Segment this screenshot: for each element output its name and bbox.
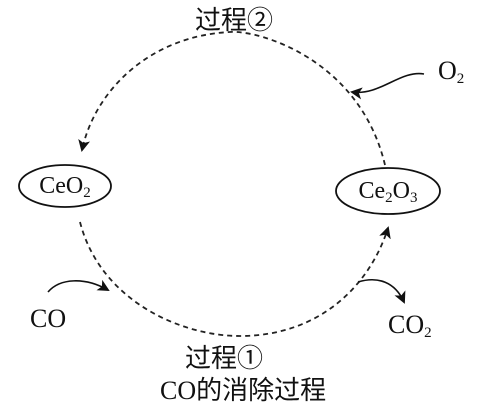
ce2o3-node-label: Ce2O3	[344, 179, 432, 206]
ceo2-sub: 2	[83, 185, 91, 201]
co2-output-arrow	[357, 278, 406, 304]
ce2o3-sub1: 2	[385, 190, 393, 206]
ce2o3-node-ellipse	[335, 167, 441, 215]
ceo2-base: CeO	[39, 173, 84, 199]
co-input-label: CO	[30, 304, 67, 333]
co-input-arrow	[47, 279, 110, 293]
process-2-label: 过程②	[195, 6, 274, 35]
ce2o3-base2: O	[392, 178, 410, 204]
o2-sub: 2	[456, 71, 465, 87]
cycle-arc-bottom	[79, 221, 391, 337]
cycle-arc-top	[78, 31, 386, 166]
ce2o3-base1: Ce	[358, 178, 386, 204]
o2-input-label: O2	[438, 58, 464, 87]
co2-base: CO	[388, 310, 425, 339]
co2-sub: 2	[424, 325, 432, 341]
diagram-caption: CO的消除过程	[160, 376, 327, 405]
process-1-label: 过程①	[185, 344, 264, 373]
ce2o3-sub2: 3	[410, 190, 418, 206]
o2-input-arrow	[350, 72, 425, 100]
ceo2-node-ellipse	[18, 164, 112, 208]
ceo2-node-label: CeO2	[28, 174, 102, 201]
co2-output-label: CO2	[388, 312, 432, 341]
o2-base: O	[438, 56, 457, 85]
